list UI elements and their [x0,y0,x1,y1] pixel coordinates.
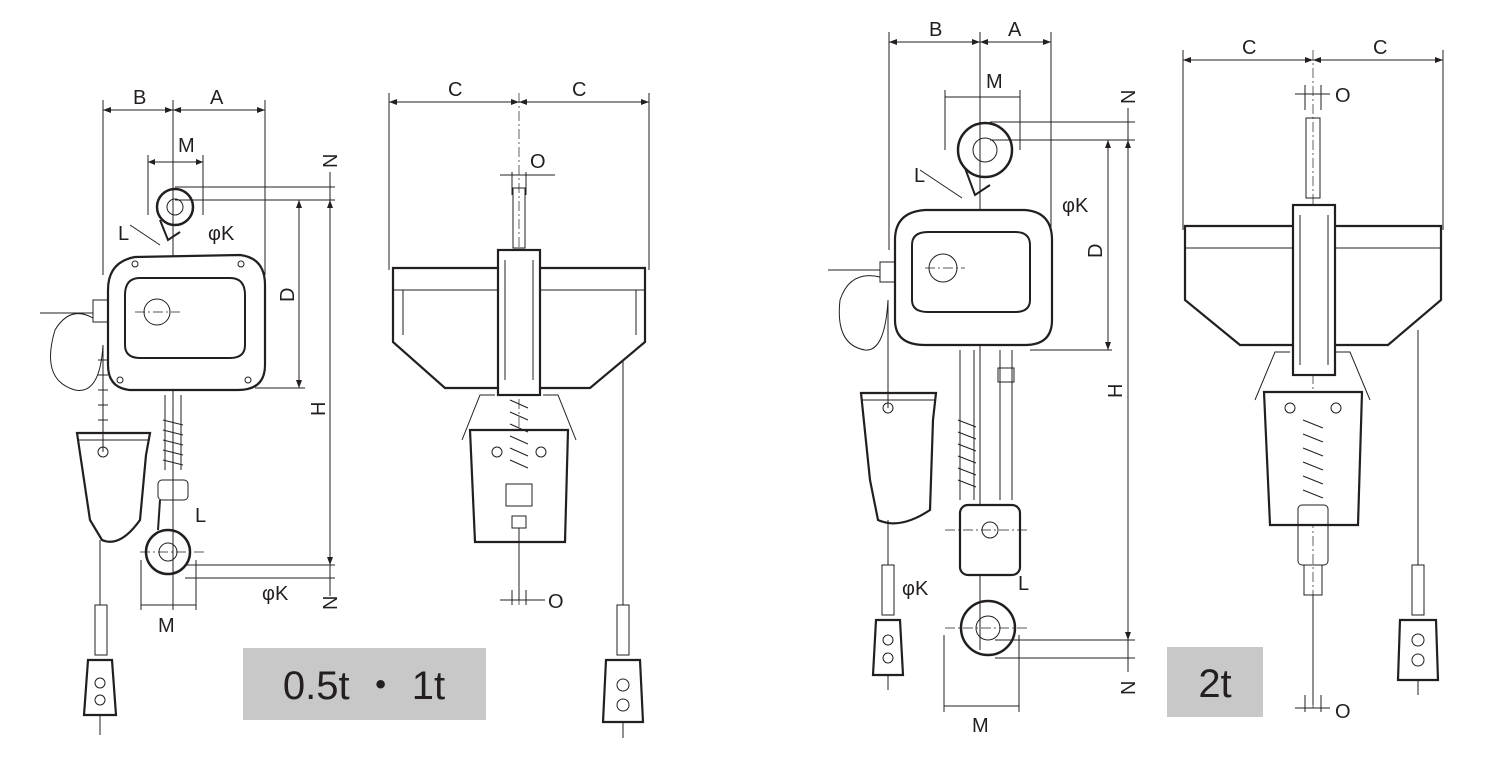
small-dim-M-top: M [178,135,195,157]
small-dim-H: H [308,402,330,416]
large-front-view [828,32,1135,712]
large-dim-A: A [1008,19,1022,41]
large-dim-L-top: L [914,165,925,187]
small-side-view [388,93,650,738]
large-side-view [1182,50,1444,712]
small-dim-C-left: C [448,79,462,101]
small-dim-N-bottom: N [320,596,342,610]
large-dim-H: H [1105,384,1127,398]
small-dim-L-bottom: L [195,505,206,527]
small-dim-O-bottom: O [548,591,564,613]
small-front-view [40,100,335,735]
large-dim-C-left: C [1242,37,1256,59]
large-dim-L-bottom: L [1018,573,1029,595]
large-dim-M-bottom: M [972,715,989,737]
large-dim-phiK-bottom: φK [902,578,929,600]
large-dim-O-top: O [1335,85,1351,107]
large-dim-M-top: M [986,71,1003,93]
small-model-badge [243,648,486,720]
small-dim-D: D [277,288,299,302]
large-dim-N-bottom: N [1118,681,1140,695]
large-model-label: 2t [1198,662,1231,706]
small-dim-M-bottom: M [158,615,175,637]
small-dim-O-top: O [530,151,546,173]
small-model-label: 0.5t ・ 1t [283,664,445,708]
large-dim-D: D [1085,244,1107,258]
small-dim-A: A [210,87,224,109]
large-dim-C-right: C [1373,37,1387,59]
small-dim-L-top: L [118,223,129,245]
small-dim-phiK-top: φK [208,223,235,245]
large-dim-O-bottom: O [1335,701,1351,723]
small-dim-C-right: C [572,79,586,101]
large-dim-B: B [929,19,942,41]
large-model-badge [1167,647,1263,717]
small-dim-phiK-bottom: φK [262,583,289,605]
large-dim-N-top: N [1118,90,1140,104]
small-dim-B: B [133,87,146,109]
large-dim-phiK-top: φK [1062,195,1089,217]
small-dim-N-top: N [320,154,342,168]
